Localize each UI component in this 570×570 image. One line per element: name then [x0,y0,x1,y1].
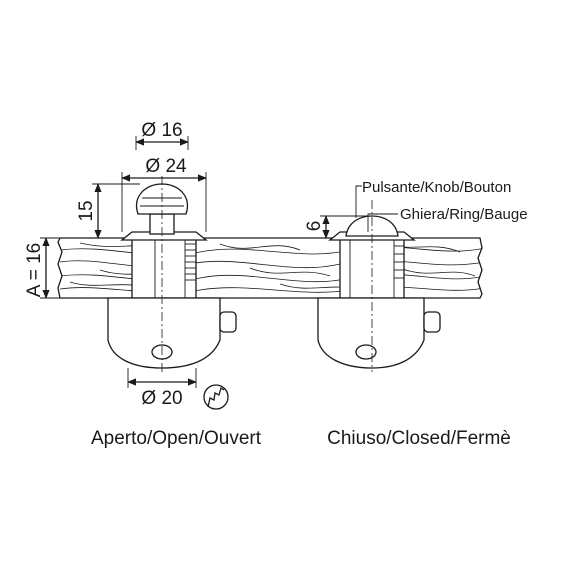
dimension-closed-protrusion: 6 [304,215,372,239]
closed-lock [317,200,441,372]
open-lock [107,176,237,372]
key-icon [203,384,229,410]
thread-closed [394,245,404,279]
knob-height-label: 15 [76,200,97,221]
ring-callout-label: Ghiera/Ring/Bauge [400,206,528,223]
callout-ring: Ghiera/Ring/Bauge [367,206,528,232]
wood-panel [57,237,483,299]
thread [185,243,196,281]
dimension-knob-diameter: Ø 16 [135,120,189,150]
callout-knob: Pulsante/Knob/Bouton [355,179,511,218]
dimension-ring-diameter: Ø 24 [121,156,207,232]
knob-diameter-label: Ø 16 [141,120,182,141]
dimension-panel-thickness: A = 16 [24,237,60,299]
knob-callout-label: Pulsante/Knob/Bouton [362,179,511,196]
body-diameter-label: Ø 20 [141,388,182,409]
closed-protrusion-label: 6 [304,221,325,232]
dimension-knob-height: 15 [76,183,140,239]
wood-grain [59,241,482,293]
ring-diameter-label: Ø 24 [145,156,187,177]
closed-caption: Chiuso/Closed/Fermè [327,428,511,449]
dimension-body-diameter: Ø 20 [127,368,197,409]
panel-thickness-label: A = 16 [24,243,45,297]
open-caption: Aperto/Open/Ouvert [91,428,262,449]
